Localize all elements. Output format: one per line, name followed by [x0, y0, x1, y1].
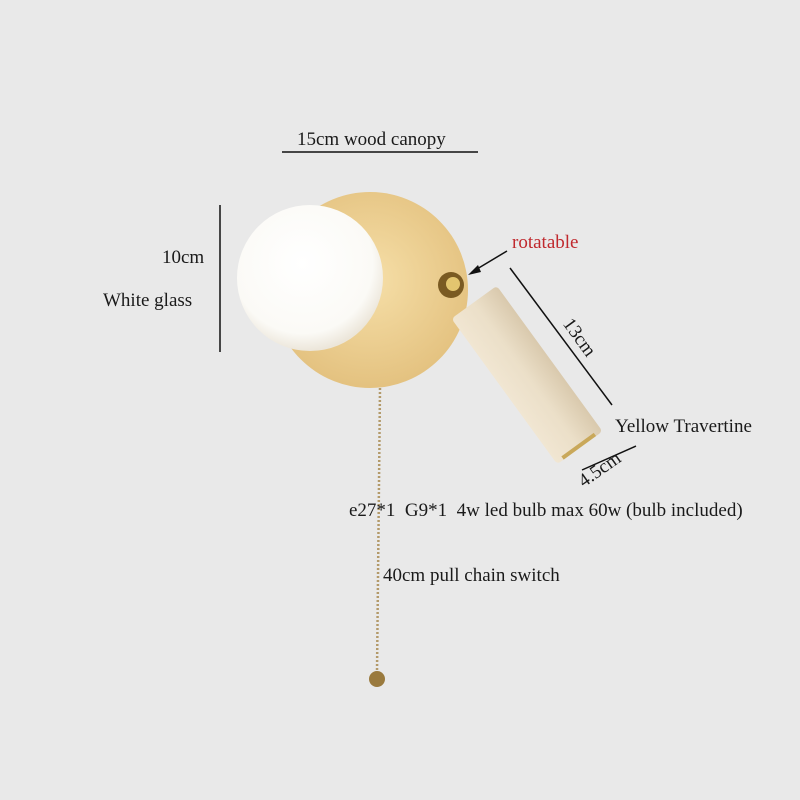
material-label: Yellow Travertine: [615, 416, 752, 437]
glass-globe: [237, 205, 383, 351]
chain-label: 40cm pull chain switch: [383, 565, 560, 586]
canopy-label: 15cm wood canopy: [297, 129, 446, 150]
dimension-lines: [219, 151, 637, 471]
travertine-cylinder: [453, 287, 601, 463]
bulbs-label: e27*1 G9*1 4w led bulb max 60w (bulb inc…: [349, 500, 743, 521]
rotatable-label: rotatable: [512, 232, 579, 253]
chain[interactable]: [369, 387, 385, 687]
glass-label: White glass: [103, 290, 193, 311]
glass-size-label: 10cm: [162, 247, 205, 268]
arrow-icon: [468, 250, 508, 275]
